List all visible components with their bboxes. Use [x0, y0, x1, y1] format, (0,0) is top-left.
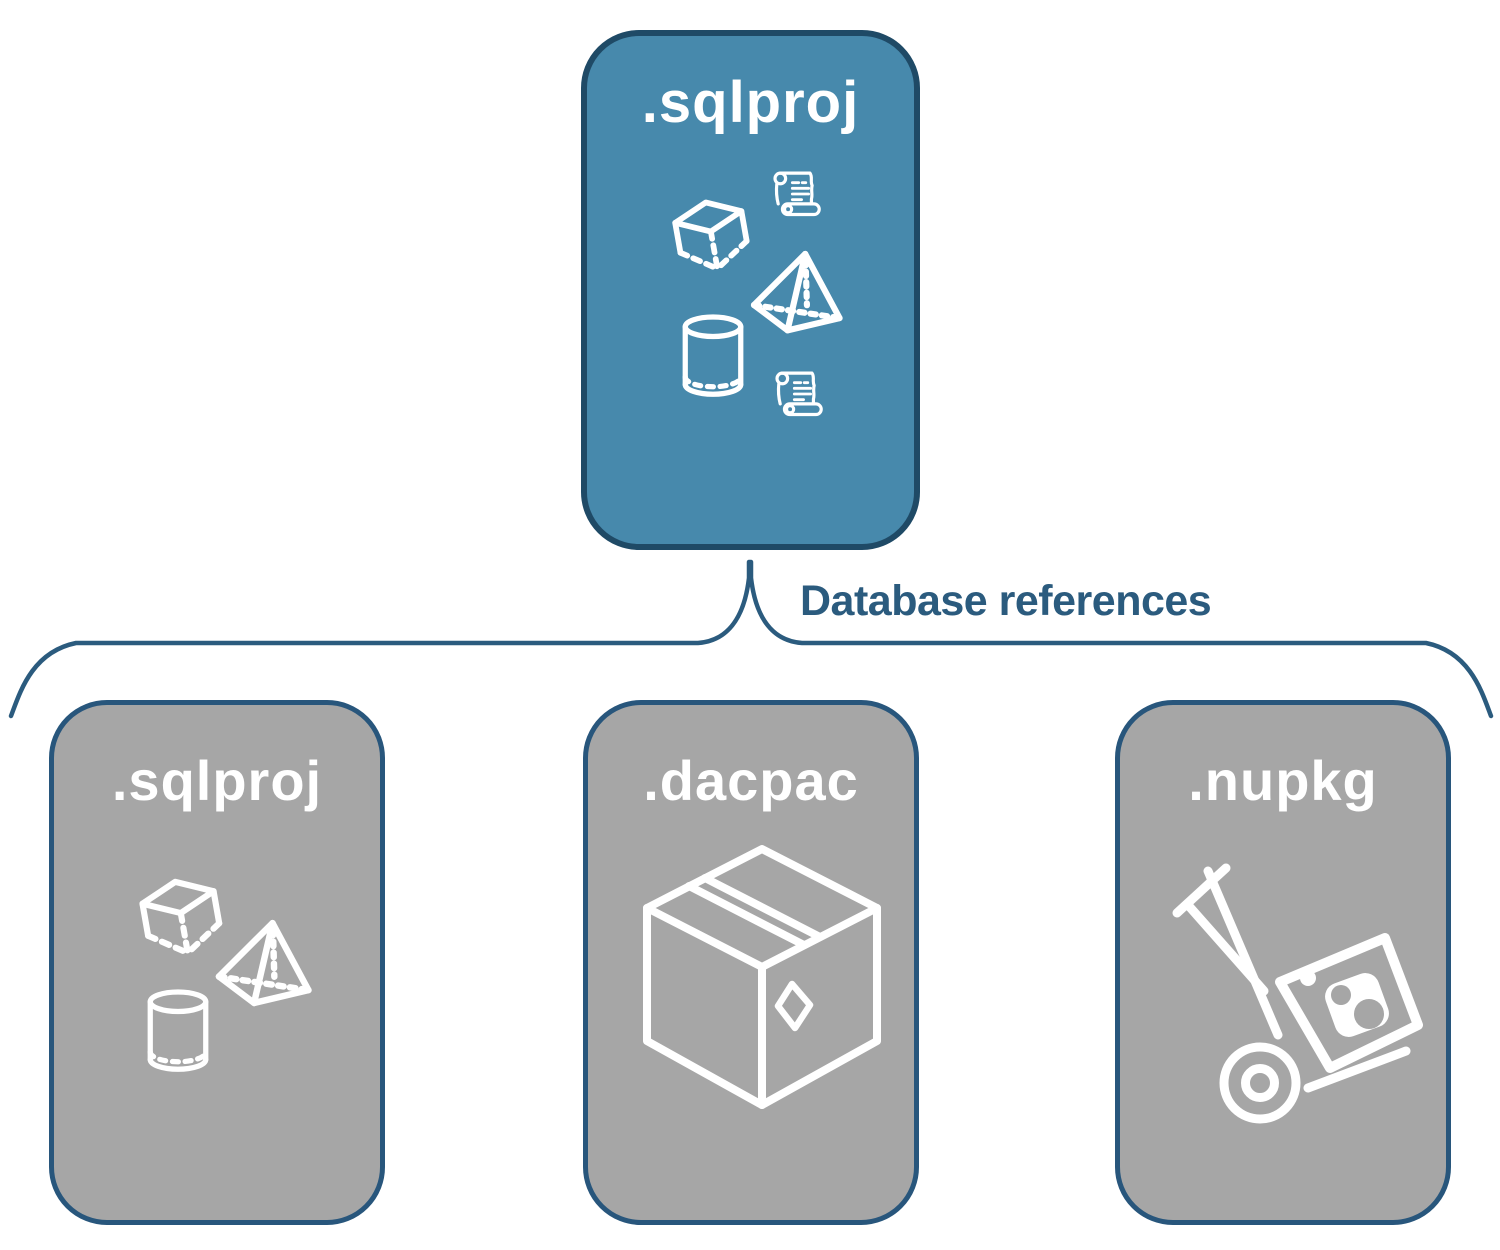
cube-icon [131, 866, 234, 974]
root-node-title: .sqlproj [641, 70, 860, 135]
cylinder-icon [679, 314, 747, 398]
pyramid-icon [744, 247, 852, 342]
child-node-title: .nupkg [1188, 749, 1378, 812]
node-root-sqlproj: .sqlproj [581, 30, 920, 550]
child-node-title: .sqlproj [111, 749, 323, 812]
pyramid-icon [211, 916, 319, 1015]
node-child-dacpac: .dacpac [583, 700, 919, 1225]
node-child-sqlproj: .sqlproj [49, 700, 385, 1225]
cylinder-icon [144, 989, 212, 1073]
node-child-nupkg: .nupkg [1115, 700, 1451, 1225]
package-box-icon [642, 844, 882, 1129]
connector-label: Database references [800, 577, 1212, 625]
sql-script-scroll-icon [769, 166, 827, 222]
child-node-title: .dacpac [643, 749, 859, 812]
cube-icon [664, 186, 761, 291]
sql-script-scroll-icon [771, 366, 829, 422]
hand-truck-nuget-package-icon [1165, 855, 1435, 1127]
